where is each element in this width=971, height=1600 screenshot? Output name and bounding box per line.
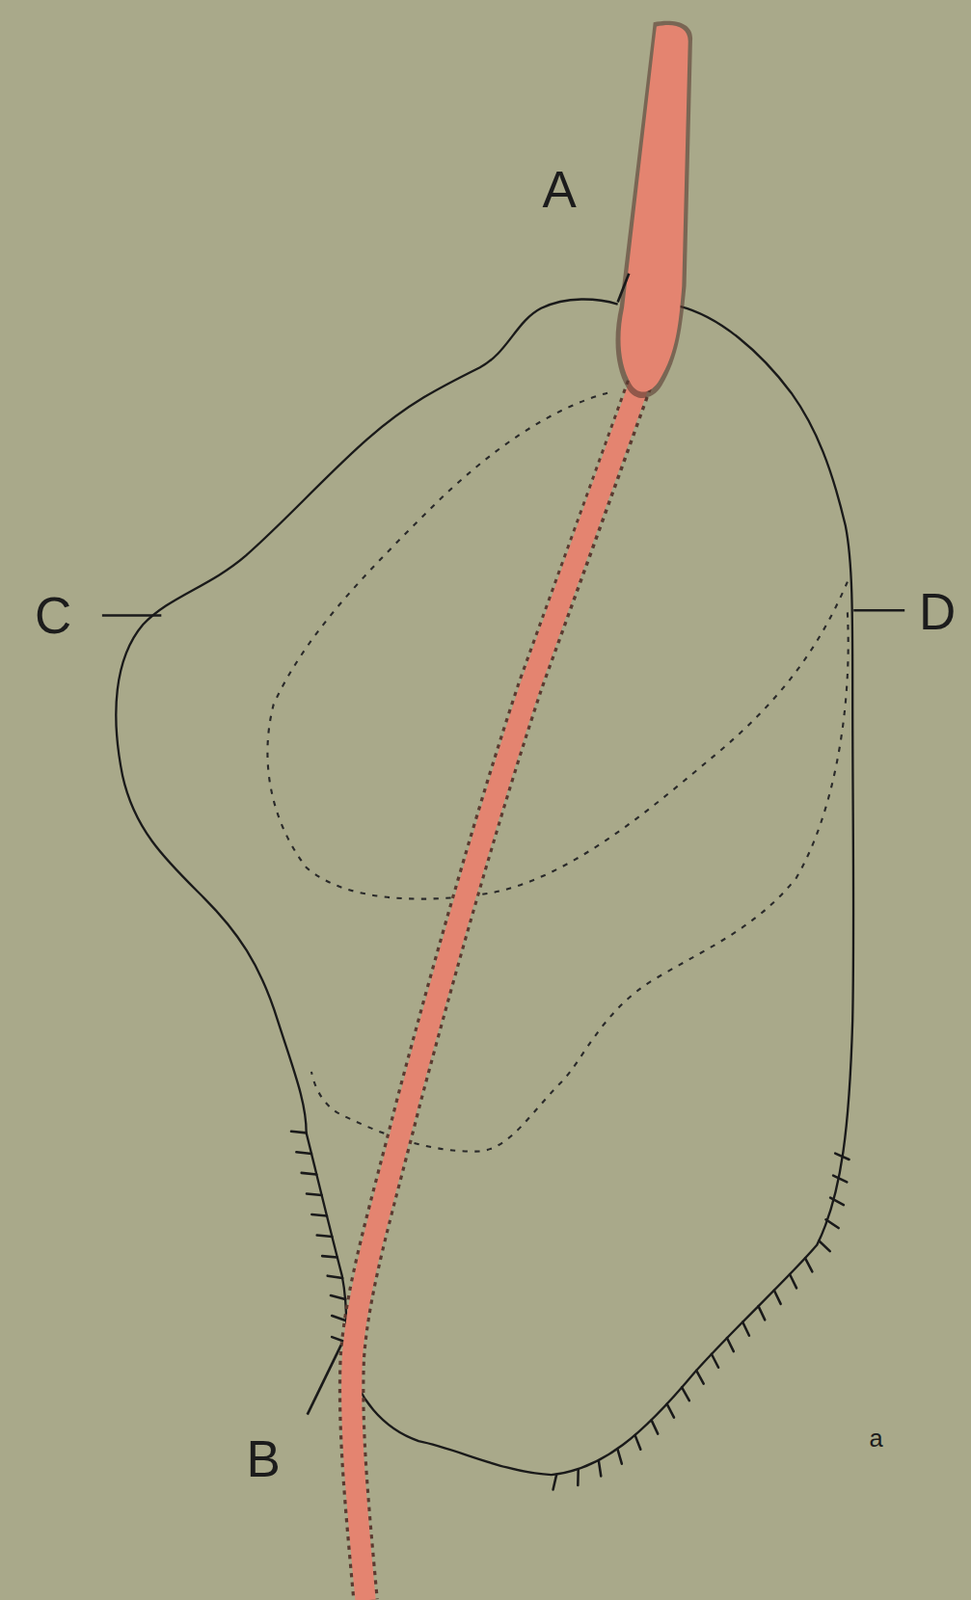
hachure-tick [296, 1152, 312, 1155]
leader-line [618, 273, 630, 303]
leader-line [102, 614, 162, 618]
point-letter: C [34, 590, 72, 642]
hachure-tick [317, 1236, 333, 1239]
point-letter: A [542, 163, 577, 216]
band-top [620, 25, 688, 392]
hachure-tick [711, 1354, 719, 1369]
hachure-tick [805, 1258, 812, 1272]
point-letter: D [918, 587, 956, 639]
band-top-rim [615, 21, 693, 399]
figure-letter: a [868, 1427, 883, 1452]
dashed-contour [311, 612, 849, 1152]
hachure-tick [681, 1387, 690, 1402]
hachure-tick [758, 1306, 766, 1321]
hachure-tick [826, 1219, 839, 1229]
hachure-tick [774, 1291, 782, 1305]
hachure-tick [301, 1173, 318, 1176]
hachure-tick [651, 1420, 659, 1434]
hachure-tick [576, 1470, 580, 1486]
hachure-tick [617, 1450, 621, 1465]
outline [115, 299, 854, 1477]
hachure-tick [635, 1435, 642, 1451]
hachure-tick [322, 1256, 338, 1258]
hachure-tick [306, 1193, 323, 1196]
hachure-tick [667, 1404, 675, 1419]
band-rim [351, 367, 647, 1600]
hachure-tick [835, 1154, 849, 1160]
hachure-tick [789, 1274, 797, 1289]
hachure-tick [696, 1371, 704, 1385]
hachure-tick [291, 1132, 307, 1134]
hachure-tick [727, 1338, 734, 1352]
hachure-tick [311, 1214, 327, 1217]
hachure-tick [598, 1461, 601, 1478]
dashed-contour [267, 393, 847, 900]
point-letter: B [246, 1434, 281, 1486]
band [351, 367, 647, 1600]
hachure-tick [553, 1475, 558, 1490]
leader-line [307, 1346, 342, 1416]
hachure-tick [330, 1295, 346, 1300]
leader-line [853, 609, 905, 613]
hachure-tick [742, 1322, 750, 1337]
hachure-tick [327, 1276, 344, 1279]
hachure-tick [818, 1240, 830, 1252]
hachure-tick [833, 1176, 847, 1184]
hachure-tick [830, 1198, 844, 1207]
